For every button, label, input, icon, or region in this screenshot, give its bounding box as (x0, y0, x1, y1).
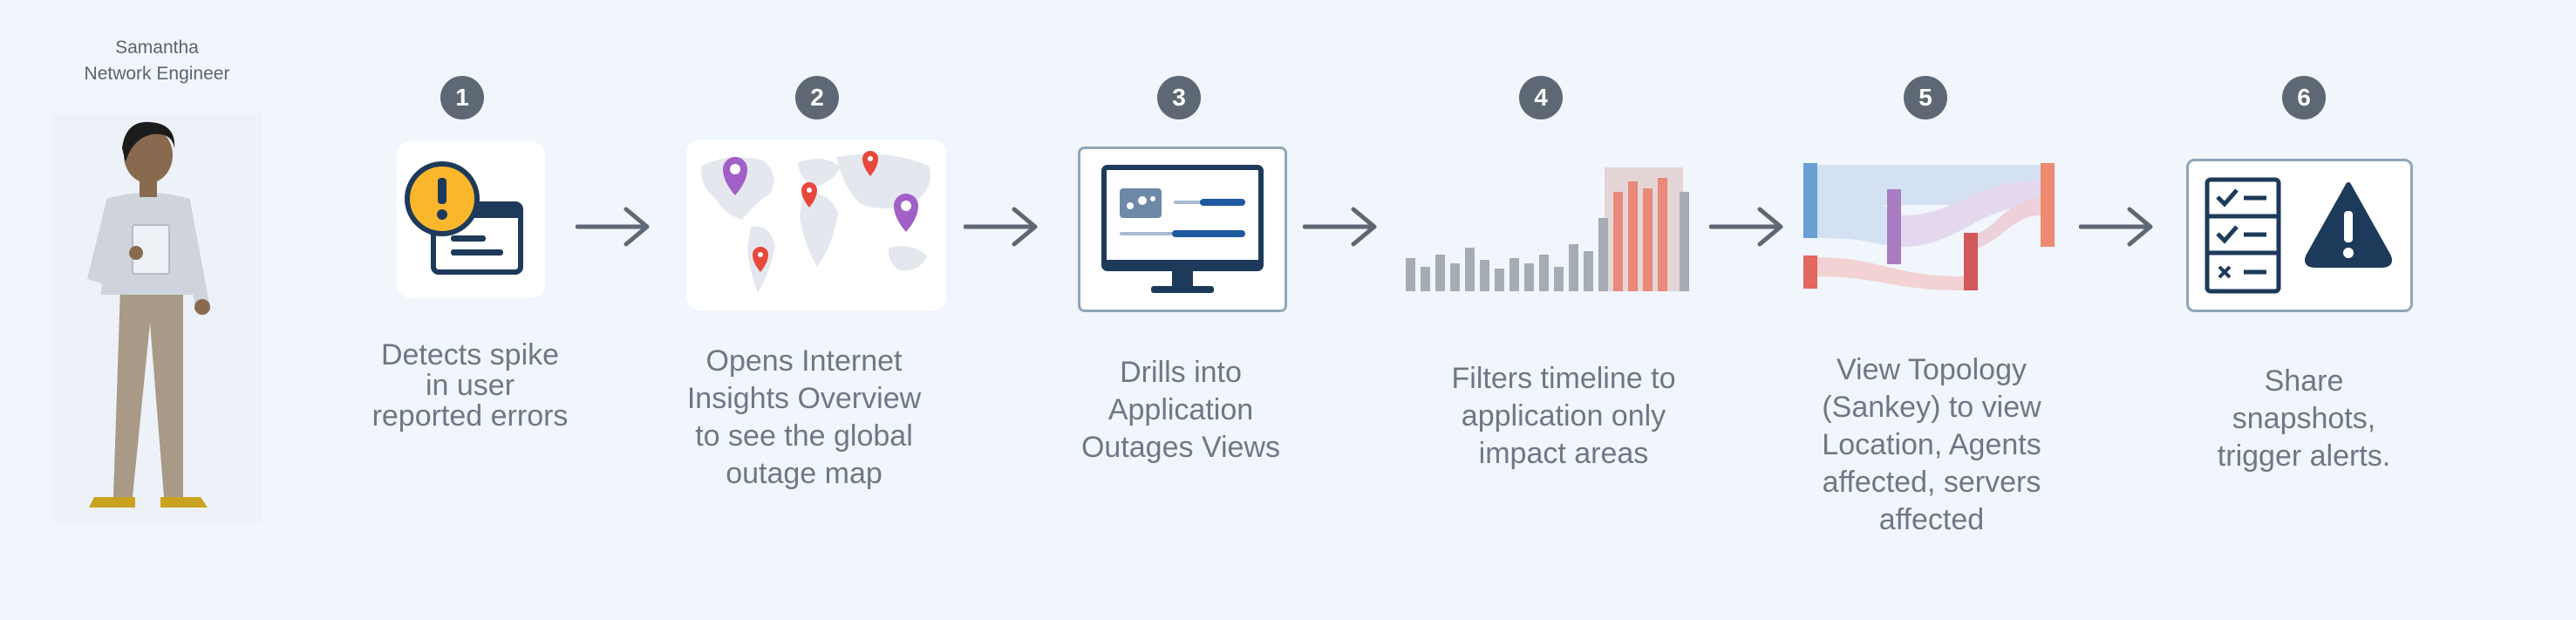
world-map-icon (686, 140, 946, 310)
step-1-caption: Detects spike in user reported errors (371, 338, 569, 433)
step-1-badge: 1 (440, 76, 484, 119)
step-5-caption: View Topology (Sankey) to view Location,… (1822, 353, 2041, 536)
persona-role: Network Engineer (84, 64, 230, 84)
step-2-badge: 2 (795, 76, 839, 119)
error-window-icon (397, 141, 545, 298)
sankey-icon (1803, 163, 2055, 290)
arrow-right-icon (964, 207, 1038, 247)
persona-figure-icon (52, 113, 262, 523)
persona-label: Samantha Network Engineer (52, 35, 262, 87)
step-3-badge: 3 (1157, 76, 1201, 119)
step-6-caption: Share snapshots, trigger alerts. (2217, 365, 2391, 473)
persona-name: Samantha (115, 37, 199, 58)
arrow-right-icon (576, 207, 650, 247)
step-2-caption: Opens Internet Insights Overview to see … (686, 344, 922, 490)
arrow-right-icon (2079, 207, 2153, 247)
step-6-badge: 6 (2282, 76, 2326, 119)
arrow-right-icon (1303, 207, 1377, 247)
step-3-caption: Drills into Application Outages Views (1080, 356, 1281, 464)
step-5-badge: 5 (1904, 76, 1947, 119)
timeline-bars-icon (1406, 167, 1689, 291)
checklist-alert-icon (2186, 159, 2413, 312)
arrow-right-icon (1709, 207, 1783, 247)
map-pin-icon (723, 156, 747, 195)
monitor-icon (1078, 146, 1287, 312)
step-4-caption: Filters timeline to application only imp… (1451, 362, 1676, 470)
step-4-badge: 4 (1519, 76, 1563, 119)
